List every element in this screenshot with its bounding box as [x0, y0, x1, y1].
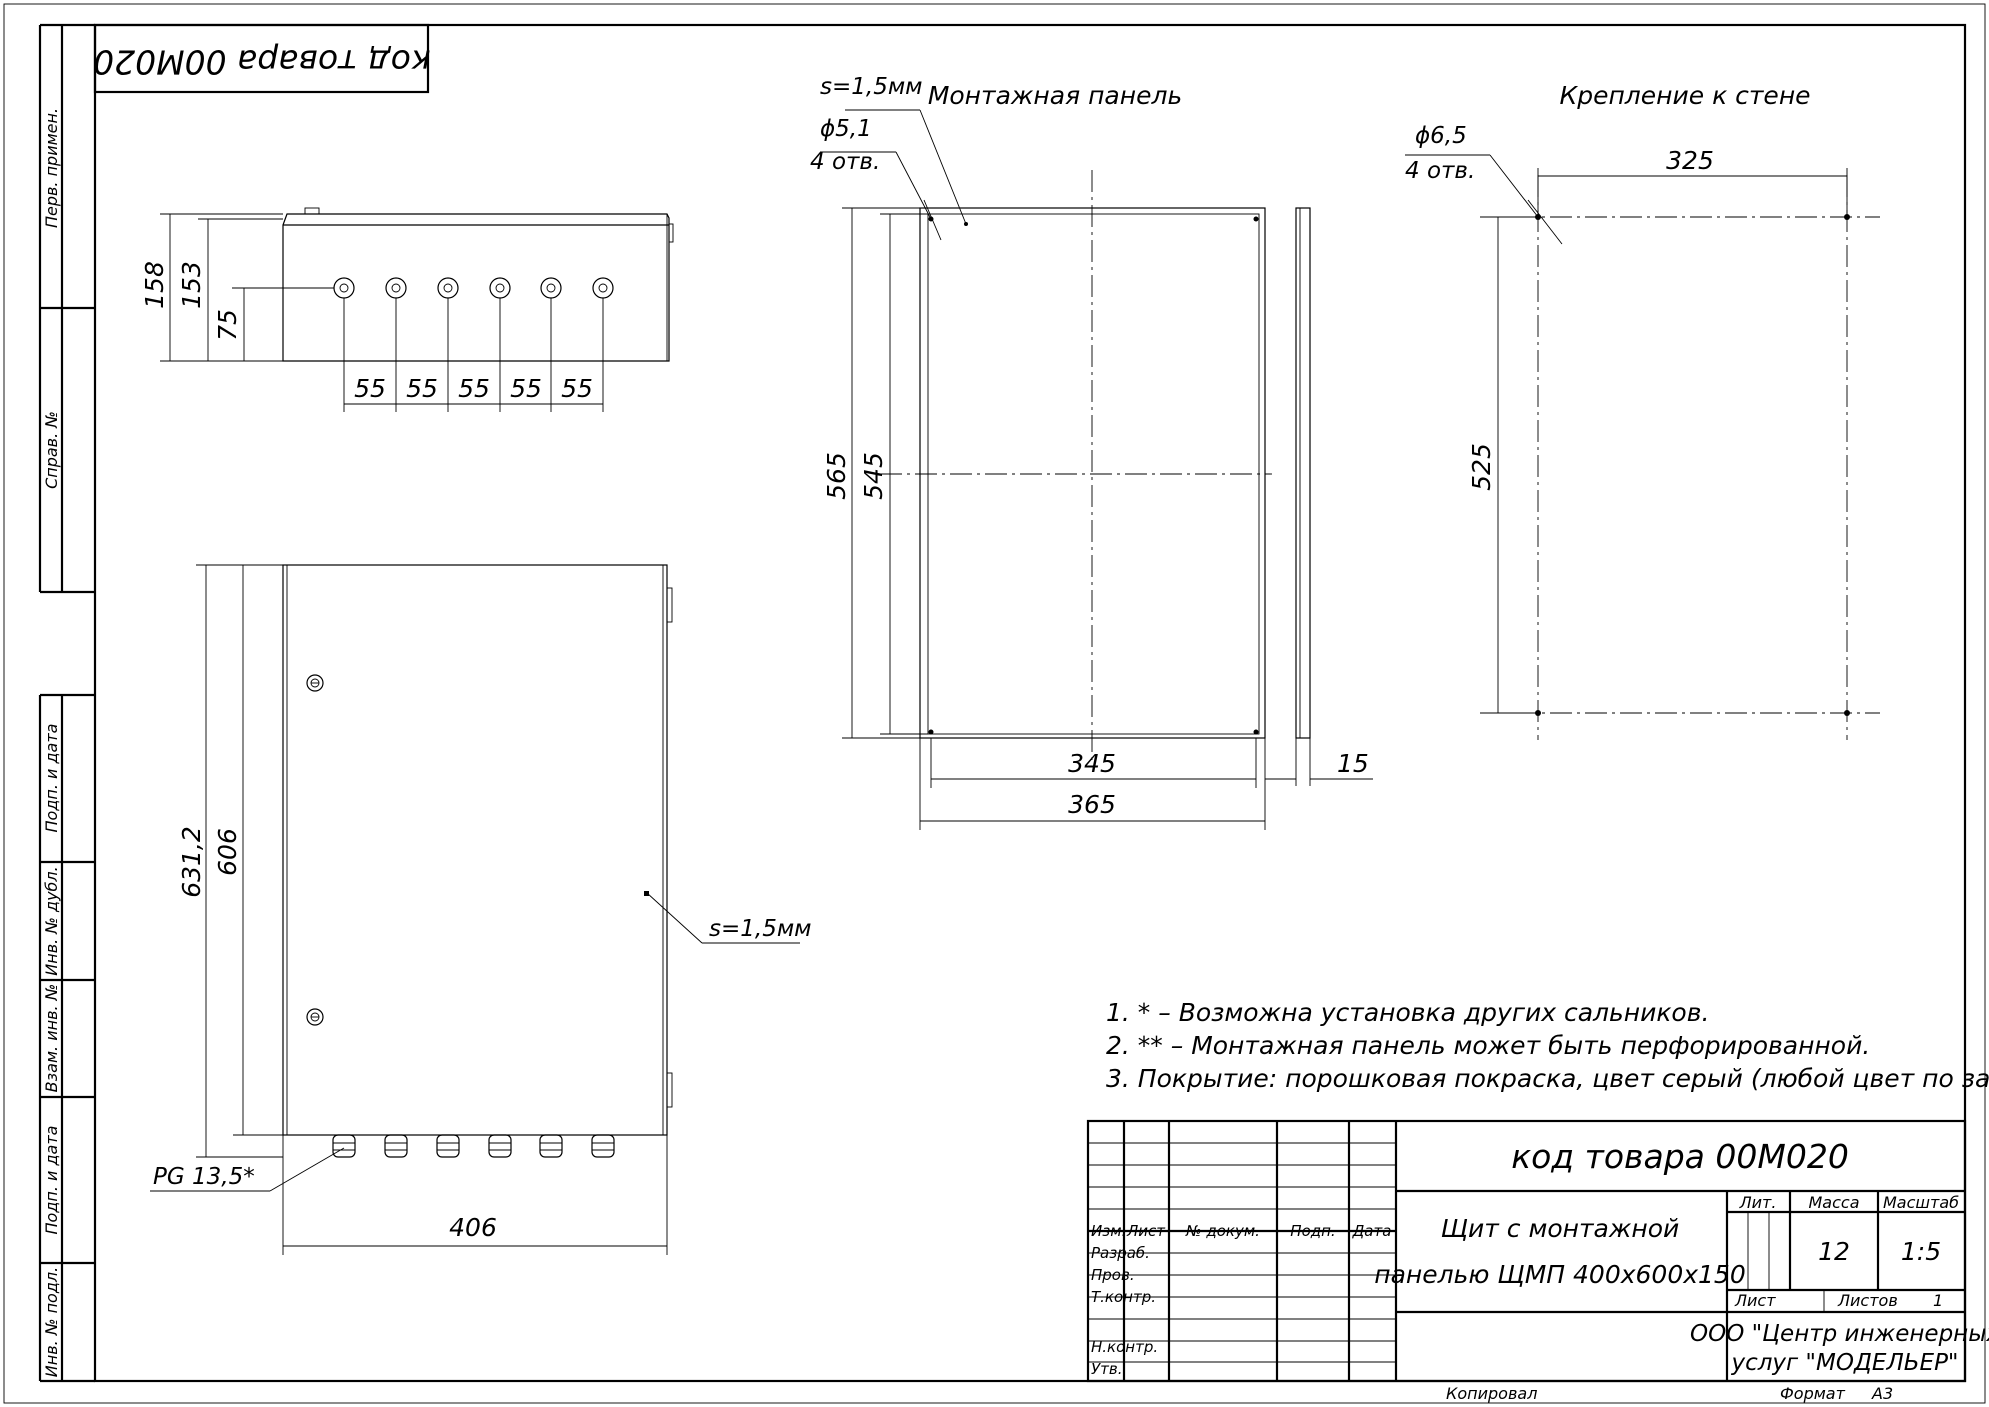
side-label-podp1: Подп. и дата — [42, 724, 61, 833]
gland-label: PG 13,5* — [153, 1164, 255, 1190]
dim-spacing-3: 55 — [458, 374, 490, 403]
lit-label: Лит. — [1739, 1193, 1777, 1212]
row-tkontr: Т.контр. — [1091, 1288, 1156, 1306]
mass-label: Масса — [1808, 1193, 1859, 1212]
notes: 1. * – Возможна установка других сальник… — [1106, 998, 1989, 1093]
dim-panel-345: 345 — [1068, 749, 1116, 778]
front-thickness-label: s=1,5мм — [709, 916, 812, 942]
col-date: Дата — [1352, 1222, 1392, 1240]
dim-front-406: 406 — [449, 1213, 497, 1242]
note-2: 2. ** – Монтажная панель может быть перф… — [1106, 1031, 1870, 1060]
dim-panel-15: 15 — [1337, 749, 1369, 778]
outer-frame — [3, 3, 1986, 1404]
col-podp: Подп. — [1290, 1222, 1335, 1240]
panel-hole-diameter: ϕ5,1 — [820, 116, 872, 142]
title-block: Изм. Лист № докум. Подп. Дата Разраб. Пр… — [1086, 1119, 1989, 1403]
product-name-2: панелью ЩМП 400х600х150 — [1374, 1260, 1746, 1289]
dim-spacing-5: 55 — [561, 374, 593, 403]
dim-wall-325: 325 — [1666, 146, 1714, 175]
wall-mounting-view: Крепление к стене 325 525 ϕ6,5 4 отв. — [1405, 81, 1880, 740]
note-1: 1. * – Возможна установка других сальник… — [1106, 998, 1709, 1027]
org-line-1: ООО "Центр инженерных — [1690, 1321, 1989, 1347]
row-prov: Пров. — [1091, 1266, 1135, 1284]
dim-front-631: 631,2 — [177, 826, 206, 898]
dim-panel-545: 545 — [859, 452, 888, 500]
mirrored-code-text: код товара 00M020 — [93, 43, 431, 82]
scale-value: 1:5 — [1901, 1237, 1941, 1266]
wall-hole-count: 4 отв. — [1405, 158, 1475, 184]
lock-icon-upper — [306, 674, 324, 692]
col-doc: № докум. — [1185, 1222, 1260, 1240]
title-code: код товара 00M020 — [1511, 1137, 1849, 1176]
side-label-sprav: Справ. № — [42, 411, 61, 489]
top-view: 158 153 75 55 55 55 55 55 — [140, 207, 674, 412]
cable-glands-bottom — [332, 1134, 615, 1158]
mount-panel-title: Монтажная панель — [928, 81, 1182, 110]
format-label: Формат — [1780, 1384, 1846, 1403]
side-columns: Перв. примен. Справ. № Подп. и дата Инв.… — [38, 23, 95, 1383]
row-utv: Утв. — [1091, 1360, 1123, 1378]
panel-hole-count: 4 отв. — [810, 149, 880, 175]
format-value: А3 — [1871, 1384, 1893, 1403]
side-label-perv: Перв. примен. — [42, 108, 61, 228]
cable-gland-holes-top — [333, 277, 614, 299]
sheet-label: Лист — [1734, 1291, 1776, 1310]
org-line-2: услуг "МОДЕЛЬЕР" — [1730, 1350, 1958, 1376]
dim-spacing-4: 55 — [510, 374, 542, 403]
col-list: Лист — [1126, 1222, 1166, 1240]
dim-front-606: 606 — [213, 828, 242, 876]
sheets-label: Листов — [1837, 1291, 1898, 1310]
scale-label: Масштаб — [1883, 1193, 1959, 1212]
dim-top-153: 153 — [177, 261, 206, 309]
front-view: 631,2 606 406 s=1,5мм PG 13,5* — [150, 564, 812, 1255]
dim-top-158: 158 — [140, 261, 169, 309]
dim-spacing-2: 55 — [406, 374, 438, 403]
col-izm: Изм. — [1091, 1222, 1126, 1240]
dim-wall-525: 525 — [1467, 443, 1496, 491]
inner-frame — [93, 23, 1967, 1383]
product-name-1: Щит с монтажной — [1441, 1214, 1680, 1243]
row-razrab: Разраб. — [1091, 1244, 1150, 1262]
wall-hole-diameter: ϕ6,5 — [1415, 123, 1467, 149]
wall-mount-title: Крепление к стене — [1559, 81, 1810, 110]
note-3: 3. Покрытие: порошковая покраска, цвет с… — [1106, 1064, 1989, 1093]
side-label-inv-dubl: Инв. № дубл. — [42, 866, 61, 975]
sheets-value: 1 — [1933, 1291, 1943, 1310]
lock-icon-lower — [306, 1008, 324, 1026]
panel-thickness-label: s=1,5мм — [820, 74, 923, 100]
row-nkontr: Н.контр. — [1091, 1338, 1158, 1356]
copied-label: Копировал — [1446, 1384, 1537, 1403]
mass-value: 12 — [1818, 1237, 1850, 1266]
side-label-podp2: Подп. и дата — [42, 1126, 61, 1235]
dim-panel-565: 565 — [822, 452, 851, 500]
side-label-inv-podl: Инв. № подл. — [42, 1267, 61, 1377]
dim-top-75: 75 — [213, 309, 242, 341]
dim-spacing-1: 55 — [354, 374, 386, 403]
side-label-vzam: Взам. инв. № — [42, 984, 61, 1093]
mirrored-code-stamp: код товара 00M020 — [93, 23, 431, 94]
mounting-panel-view: Монтажная панель s=1,5мм ϕ5,1 4 отв. 565… — [810, 74, 1373, 830]
dim-panel-365: 365 — [1068, 790, 1116, 819]
